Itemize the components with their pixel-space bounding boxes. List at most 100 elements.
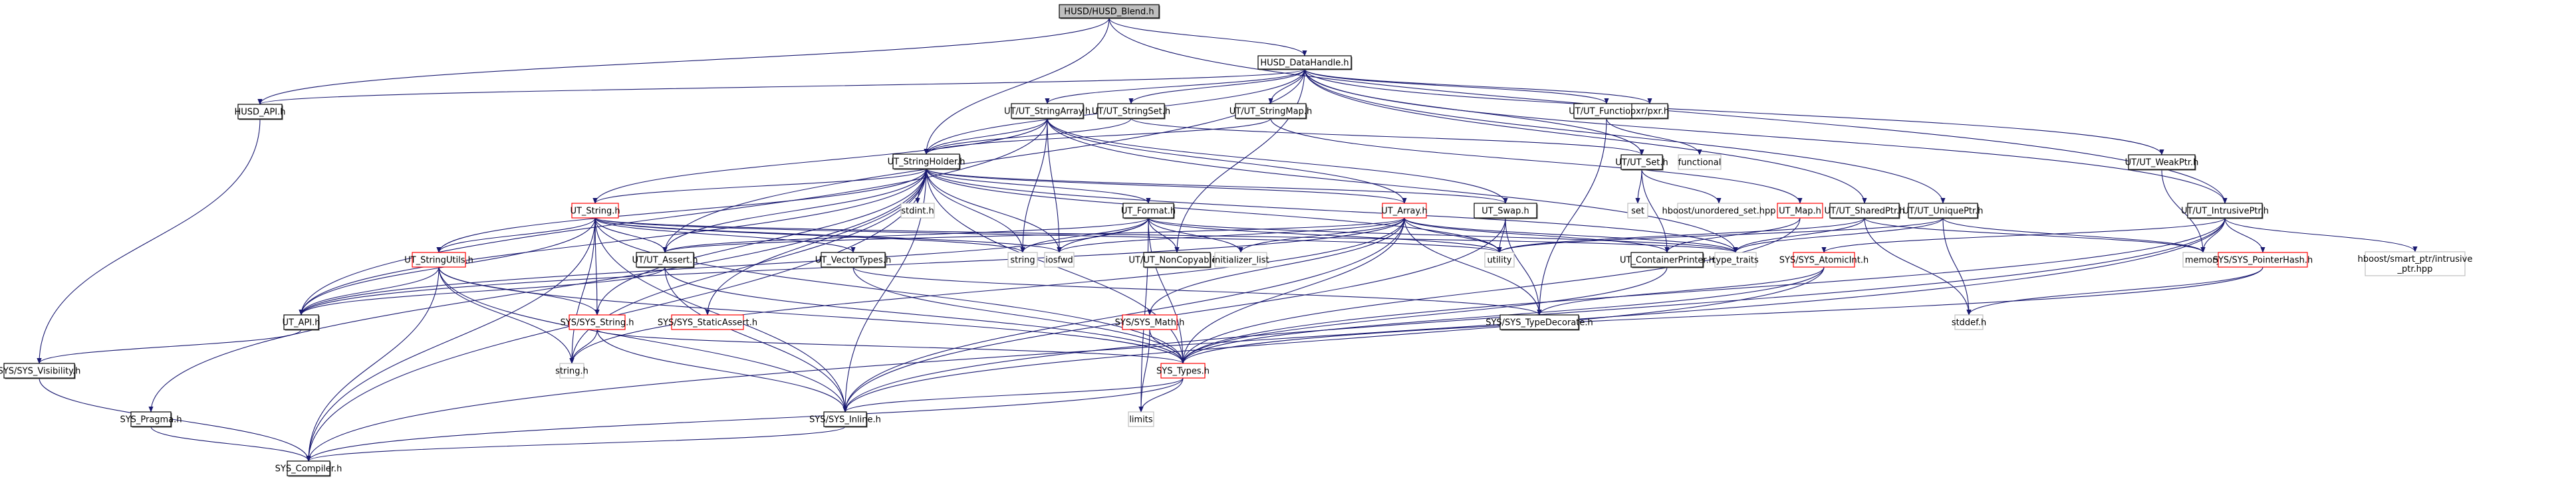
node-label: SYS/SYS_PointerHash.h xyxy=(2213,256,2313,266)
edge-strset-to-utset xyxy=(1130,118,1644,155)
node-box xyxy=(823,411,867,427)
edge-format-to-initlist xyxy=(1148,217,1243,253)
node-label: _ptr.hpp xyxy=(2397,264,2433,274)
node-label: UT_String.h xyxy=(570,207,620,217)
graph-node-visibility[interactable]: SYS/SYS_Visibility.h xyxy=(0,363,80,379)
edge-datahandle-to-pxr xyxy=(1304,68,1652,104)
edge-format-to-systypes xyxy=(1148,217,1186,364)
edge-utstring-to-typetraits xyxy=(594,217,1738,253)
graph-node-blend[interactable]: HUSD/HUSD_Blend.h xyxy=(1059,4,1160,19)
edge-utset-to-set xyxy=(1635,169,1642,204)
edge-pointerhash-to-systypes xyxy=(1180,266,2263,364)
node-box xyxy=(1059,4,1160,19)
edge-strmap-to-strholder xyxy=(924,118,1271,155)
edge-sharedptr-to-memory xyxy=(1864,217,2206,253)
node-label: initializer_list xyxy=(1212,256,1269,266)
edge-assert-to-inline xyxy=(664,266,848,413)
graph-node-compiler[interactable]: SYS_Compiler.h xyxy=(275,460,342,477)
edge-datahandle-to-sharedptr xyxy=(1304,68,1867,204)
edge-datahandle-to-weakptr xyxy=(1304,68,2164,155)
graph-node-datahandle[interactable]: HUSD_DataHandle.h xyxy=(1257,55,1352,70)
graph-node-uniqueptr[interactable]: UT/UT_UniquePtr.h xyxy=(1902,203,1984,219)
node-label: string.h xyxy=(555,367,588,377)
graph-node-husdapi[interactable]: HUSD_API.h xyxy=(235,104,286,120)
edges-layer xyxy=(37,17,2418,462)
graph-node-strmap[interactable]: UT/UT_StringMap.h xyxy=(1229,103,1312,120)
node-label: HUSD_API.h xyxy=(235,108,286,118)
graph-node-inline[interactable]: SYS/SYS_Inline.h xyxy=(809,411,881,428)
graph-node-containerprinter[interactable]: UT_ContainerPrinter.h xyxy=(1620,252,1714,268)
edge-swap-to-typedecorate xyxy=(1505,217,1542,316)
node-box xyxy=(2218,252,2308,268)
graph-node-atomicint[interactable]: SYS/SYS_AtomicInt.h xyxy=(1779,252,1868,268)
edge-systypes-to-compiler xyxy=(306,377,1184,462)
graph-node-function[interactable]: UT/UT_Function.h xyxy=(1569,103,1644,120)
node-label: SYS/SYS_StaticAssert.h xyxy=(658,318,757,328)
edge-map-to-systypes xyxy=(1180,217,1801,364)
graph-node-swap[interactable]: UT_Swap.h xyxy=(1474,203,1538,219)
graph-node-utset[interactable]: UT/UT_Set.h xyxy=(1615,154,1668,171)
graph-node-systypes[interactable]: SYS_Types.h xyxy=(1156,363,1210,379)
edge-stringutils-to-utapi xyxy=(299,266,440,316)
graph-node-pragma[interactable]: SYS_Pragma.h xyxy=(120,411,182,428)
edge-intrusiveptr-to-systypes xyxy=(1180,217,2226,364)
node-box xyxy=(1829,203,1900,219)
node-label: UT_Format.h xyxy=(1121,207,1176,217)
edge-utstring-to-vectortypes xyxy=(594,217,856,253)
node-box xyxy=(1620,154,1663,170)
graph-node-map[interactable]: UT_Map.h xyxy=(1777,203,1823,219)
edge-sysstring-to-systypes xyxy=(596,329,1186,364)
node-box xyxy=(1678,154,1722,170)
graph-node-sysmath[interactable]: SYS/SYS_Math.h xyxy=(1115,314,1185,330)
node-box xyxy=(1382,203,1427,219)
node-label: UT_StringHolder.h xyxy=(888,157,966,167)
edge-array-to-iosfwd xyxy=(1057,217,1405,253)
graph-node-strholder[interactable]: UT_StringHolder.h xyxy=(888,153,966,170)
graph-node-utility: utility xyxy=(1484,252,1515,268)
node-label: HUSD_DataHandle.h xyxy=(1260,58,1349,68)
edge-strset-to-strholder xyxy=(924,118,1132,155)
edge-utset-to-containerprinter xyxy=(1641,169,1670,253)
node-label: UT/UT_StringArray.h xyxy=(1004,107,1091,117)
graph-node-strarray[interactable]: UT/UT_StringArray.h xyxy=(1004,103,1091,120)
node-label: UT_API.h xyxy=(283,318,321,328)
edge-array-to-systypes xyxy=(1180,217,1405,364)
node-box xyxy=(1160,363,1206,379)
edge-systypes-to-limits xyxy=(1138,377,1184,413)
edge-strholder-to-utapi xyxy=(299,168,927,316)
graph-node-stringutils[interactable]: UT_StringUtils.h xyxy=(404,252,473,268)
graph-node-staticassert[interactable]: SYS/SYS_StaticAssert.h xyxy=(658,314,757,330)
node-label: SYS/SYS_Math.h xyxy=(1115,318,1185,328)
node-label: stddef.h xyxy=(1952,318,1986,328)
edge-strholder-to-utstring xyxy=(592,168,927,204)
graph-node-strset[interactable]: UT/UT_StringSet.h xyxy=(1092,103,1170,120)
graph-node-pxr[interactable]: pxr/pxr.h xyxy=(1630,103,1669,120)
graph-node-weakptr[interactable]: UT/UT_WeakPtr.h xyxy=(2125,154,2199,171)
node-label: SYS_Types.h xyxy=(1156,367,1210,377)
graph-node-sharedptr[interactable]: UT/UT_SharedPtr.h xyxy=(1824,203,1905,219)
edge-blend-to-husdapi xyxy=(257,17,1110,105)
node-label: UT/UT_SharedPtr.h xyxy=(1824,207,1904,217)
edge-strholder-to-sysstring xyxy=(594,168,927,316)
node-box xyxy=(671,314,744,330)
edge-function-to-typedecorate xyxy=(1537,118,1607,316)
edge-datahandle-to-noncopyable xyxy=(1174,68,1305,253)
edge-datahandle-to-function xyxy=(1304,68,1609,104)
edge-uniqueptr-to-typetraits xyxy=(1733,217,1944,253)
graph-node-noncopyable[interactable]: UT/UT_NonCopyable.h xyxy=(1129,252,1225,268)
graph-node-utstring[interactable]: UT_String.h xyxy=(570,203,620,219)
graph-node-vectortypes[interactable]: UT_VectorTypes.h xyxy=(815,252,891,268)
node-label: UT/UT_WeakPtr.h xyxy=(2125,158,2199,168)
graph-node-array[interactable]: UT_Array.h xyxy=(1381,203,1428,219)
node-box xyxy=(1011,103,1084,119)
graph-node-utapi[interactable]: UT_API.h xyxy=(283,314,321,331)
graph-node-assert[interactable]: UT/UT_Assert.h xyxy=(632,252,698,268)
node-label: UT_VectorTypes.h xyxy=(815,256,891,266)
node-label: UT/UT_Assert.h xyxy=(632,256,698,266)
graph-node-format[interactable]: UT_Format.h xyxy=(1121,203,1176,219)
graph-node-typedecorate[interactable]: SYS/SYS_TypeDecorate.h xyxy=(1485,314,1593,331)
graph-node-intrusiveptr[interactable]: UT/UT_IntrusivePtr.h xyxy=(2181,203,2269,219)
graph-node-sysstring[interactable]: SYS/SYS_String.h xyxy=(561,314,634,330)
graph-node-pointerhash[interactable]: SYS/SYS_PointerHash.h xyxy=(2213,252,2313,268)
